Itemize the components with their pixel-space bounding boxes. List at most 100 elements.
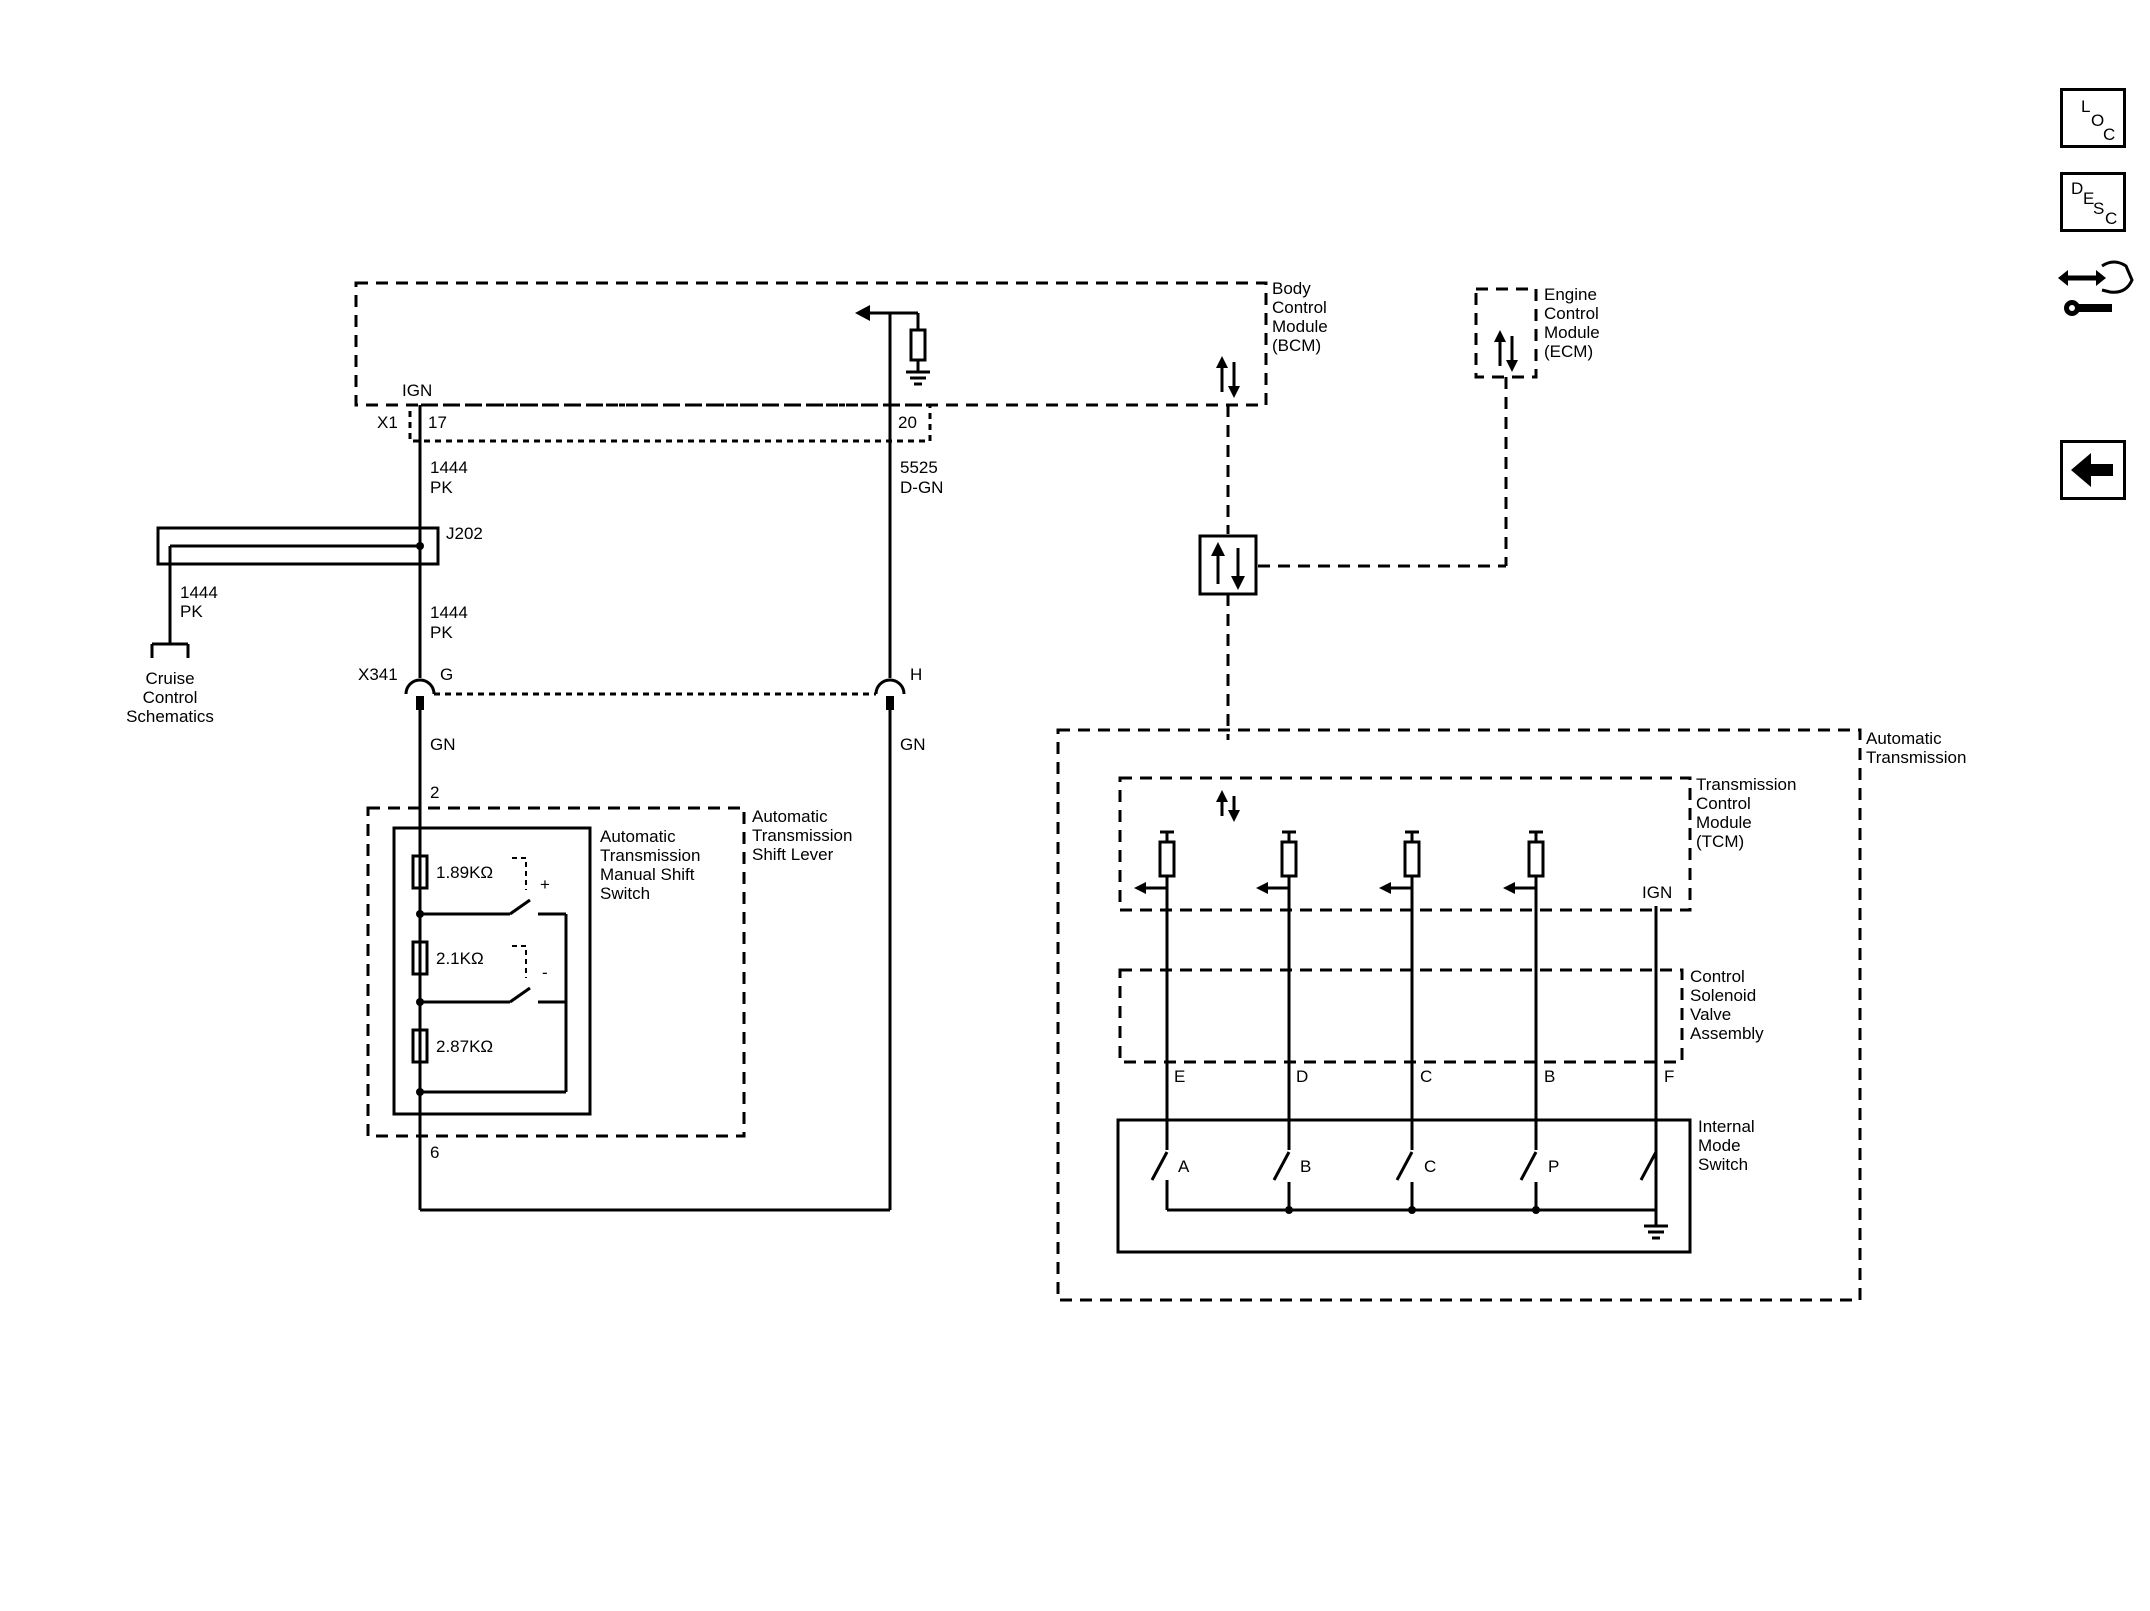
svg-text:C: C: [1424, 1157, 1436, 1176]
bcm-pin-20: 20: [898, 413, 917, 432]
svg-text:-: -: [542, 963, 548, 982]
automatic-transmission: Automatic Transmission Transmission Cont…: [1056, 728, 1966, 1302]
svg-text:IGN: IGN: [1642, 883, 1672, 902]
svg-text:Module: Module: [1272, 317, 1328, 336]
svg-text:Transmission: Transmission: [752, 826, 852, 845]
ims-contact-p: P: [1519, 1150, 1559, 1182]
ims-contact-ign: [1639, 1151, 1658, 1181]
loc-letter-l: L: [2081, 97, 2091, 116]
control-solenoid-valve-assembly: [1118, 968, 1684, 1064]
svg-text:Manual Shift: Manual Shift: [600, 865, 695, 884]
bcm-module: Body Control Module (BCM) IGN X1 17 20: [354, 279, 1328, 443]
svg-text:Automatic: Automatic: [752, 807, 828, 826]
ign-circuit-1444: 1444 PK 1444 PK: [418, 405, 468, 678]
svg-text:P: P: [1548, 1157, 1559, 1176]
loc-letter-c: C: [2103, 125, 2116, 144]
svg-text:Transmission: Transmission: [1866, 748, 1966, 767]
svg-text:A: A: [1178, 1157, 1190, 1176]
svg-text:Transmission: Transmission: [1696, 775, 1796, 794]
svg-text:D: D: [1296, 1067, 1308, 1086]
shift-lever-assembly: Automatic Transmission Shift Lever 2 6 A…: [366, 783, 852, 1162]
svg-text:5525: 5525: [900, 458, 938, 477]
svg-text:C: C: [1420, 1067, 1432, 1086]
tcm-driver-d: [1256, 830, 1298, 1210]
desc-letter-e: E: [2083, 189, 2095, 208]
back-button[interactable]: [2060, 440, 2126, 500]
svg-text:Control: Control: [1690, 967, 1745, 986]
svg-text:2: 2: [430, 783, 439, 802]
svg-text:B: B: [1300, 1157, 1311, 1176]
svg-text:Shift Lever: Shift Lever: [752, 845, 834, 864]
svg-text:PK: PK: [180, 602, 203, 621]
svg-text:E: E: [1174, 1067, 1185, 1086]
ims-contact-a: A: [1150, 1150, 1190, 1182]
svg-text:1444: 1444: [430, 603, 468, 622]
svg-text:Automatic: Automatic: [1866, 729, 1942, 748]
svg-text:Switch: Switch: [600, 884, 650, 903]
data-link-connector: [1198, 534, 1258, 596]
svg-text:Control: Control: [1696, 794, 1751, 813]
svg-text:Mode: Mode: [1698, 1136, 1741, 1155]
svg-text:X341: X341: [358, 665, 398, 684]
svg-text:Assembly: Assembly: [1690, 1024, 1764, 1043]
svg-text:PK: PK: [430, 623, 453, 642]
description-button[interactable]: D E S C: [2060, 172, 2126, 232]
svg-text:2.1KΩ: 2.1KΩ: [436, 949, 484, 968]
svg-text:Module: Module: [1696, 813, 1752, 832]
location-button[interactable]: L O C: [2060, 88, 2126, 148]
desc-letter-d: D: [2071, 179, 2084, 198]
connector-x341: X341 G H GN GN: [358, 665, 926, 1212]
svg-text:J202: J202: [446, 524, 483, 543]
svg-text:Automatic: Automatic: [600, 827, 676, 846]
tcm-module: [1118, 776, 1692, 912]
svg-text:Control: Control: [143, 688, 198, 707]
loc-letter-o: O: [2091, 111, 2105, 130]
svg-text:(BCM): (BCM): [1272, 336, 1321, 355]
svg-text:G: G: [440, 665, 453, 684]
bcm-ign-label: IGN: [402, 381, 432, 400]
splice-j202: J202 1444 PK Cruise Control Schematics: [126, 524, 483, 726]
svg-text:1444: 1444: [430, 458, 468, 477]
internal-mode-switch: [1116, 1118, 1692, 1254]
svg-text:(TCM): (TCM): [1696, 832, 1744, 851]
manual-shift-switch: [392, 826, 592, 1116]
desc-letter-s: S: [2093, 199, 2105, 218]
ims-contact-c: C: [1395, 1150, 1436, 1182]
bcm-connector-x1: X1: [377, 413, 398, 432]
svg-text:F: F: [1664, 1067, 1674, 1086]
svg-text:Switch: Switch: [1698, 1155, 1748, 1174]
svg-text:H: H: [910, 665, 922, 684]
svg-text:GN: GN: [430, 735, 456, 754]
svg-text:D-GN: D-GN: [900, 478, 943, 497]
svg-text:1.89KΩ: 1.89KΩ: [436, 863, 493, 882]
bcm-pin-17: 17: [428, 413, 447, 432]
desc-letter-c: C: [2105, 209, 2118, 228]
svg-text:Control: Control: [1544, 304, 1599, 323]
svg-text:Transmission: Transmission: [600, 846, 700, 865]
svg-text:1444: 1444: [180, 583, 218, 602]
arrow-left-icon: [2071, 453, 2113, 487]
svg-text:6: 6: [430, 1143, 439, 1162]
svg-text:Body: Body: [1272, 279, 1311, 298]
svg-text:Internal: Internal: [1698, 1117, 1755, 1136]
ims-contact-b: B: [1272, 1150, 1311, 1182]
connector-repair-icon[interactable]: [2056, 254, 2136, 330]
svg-text:2.87KΩ: 2.87KΩ: [436, 1037, 493, 1056]
circuit-5525: 5525 D-GN: [888, 405, 943, 678]
svg-text:PK: PK: [430, 478, 453, 497]
serial-data-lines: [1198, 377, 1508, 740]
svg-text:Engine: Engine: [1544, 285, 1597, 304]
ground-symbol: [1644, 1224, 1668, 1240]
svg-text:GN: GN: [900, 735, 926, 754]
svg-text:Solenoid: Solenoid: [1690, 986, 1756, 1005]
svg-text:B: B: [1544, 1067, 1555, 1086]
svg-text:(ECM): (ECM): [1544, 342, 1593, 361]
svg-text:Schematics: Schematics: [126, 707, 214, 726]
ecm-module: Engine Control Module (ECM): [1474, 285, 1600, 379]
svg-text:Control: Control: [1272, 298, 1327, 317]
svg-text:Module: Module: [1544, 323, 1600, 342]
svg-text:Valve: Valve: [1690, 1005, 1731, 1024]
svg-text:Cruise: Cruise: [145, 669, 194, 688]
svg-text:+: +: [540, 875, 550, 894]
